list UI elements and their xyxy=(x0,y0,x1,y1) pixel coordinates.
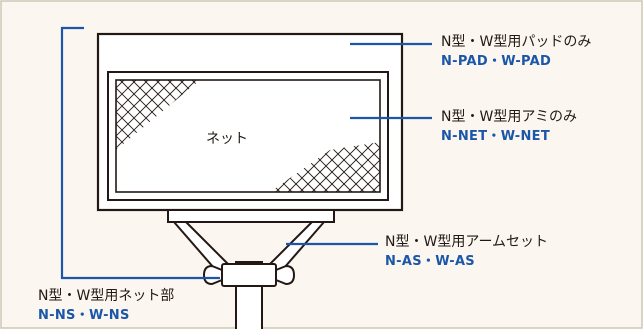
callout-arm-code: N-AS・W-AS xyxy=(385,254,475,269)
leader-net-part xyxy=(60,26,220,280)
callout-pad-name: N型・W型用パッドのみ xyxy=(441,34,592,50)
right-knob xyxy=(275,264,296,286)
callout-net: N型・W型用アミのみ N-NET・W-NET xyxy=(441,110,577,143)
callout-arm-name: N型・W型用アームセット xyxy=(385,234,549,250)
callout-net-part-name: N型・W型用ネット部 xyxy=(38,288,175,304)
clamp-collar xyxy=(221,263,277,287)
mount-plate xyxy=(167,209,335,223)
net-frame-inner xyxy=(115,79,381,193)
net-label: ネット xyxy=(206,131,248,147)
callout-pad-code: N-PAD・W-PAD xyxy=(441,54,552,69)
callout-net-code: N-NET・W-NET xyxy=(441,129,550,144)
left-knob xyxy=(202,264,223,286)
callout-net-part-code: N-NS・W-NS xyxy=(38,308,130,323)
callout-net-part: N型・W型用ネット部 N-NS・W-NS xyxy=(38,289,174,322)
callout-pad: N型・W型用パッドのみ N-PAD・W-PAD xyxy=(441,35,591,68)
callout-arm: N型・W型用アームセット N-AS・W-AS xyxy=(385,235,548,268)
callout-net-name: N型・W型用アミのみ xyxy=(441,109,578,125)
